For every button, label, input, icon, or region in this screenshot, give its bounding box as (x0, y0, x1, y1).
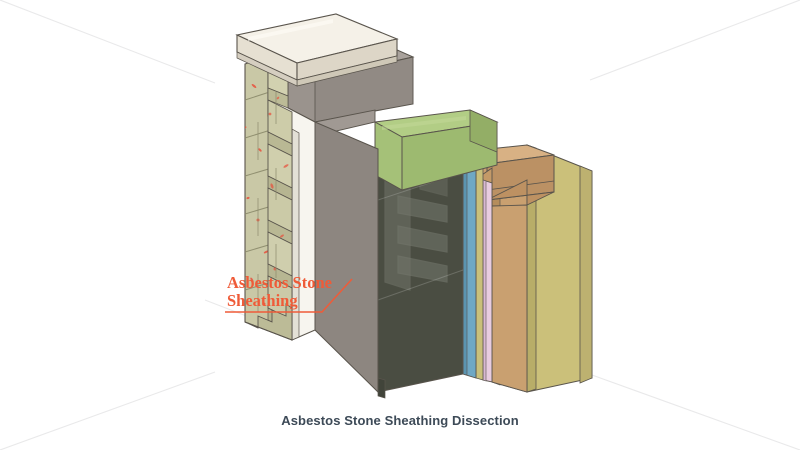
layer-cap-stone (235, 13, 399, 87)
layer-membrane (462, 151, 477, 379)
layer-breather (475, 156, 484, 381)
callout-line-1: Asbestos Stone (227, 273, 332, 292)
layer-plasterboard (482, 179, 493, 383)
layer-stone-sheathing (243, 51, 293, 341)
layer-insulation (373, 109, 499, 191)
watermark-logo (384, 167, 448, 291)
layer-cavity (377, 148, 464, 399)
figure-caption: Asbestos Stone Sheathing Dissection (281, 413, 519, 428)
stone-step-blocks (267, 55, 293, 333)
callout-leader-line (225, 278, 353, 313)
callout-asbestos-stone-sheathing[interactable]: Asbestos Stone Sheathing (225, 273, 353, 313)
callout-line-2: Sheathing (227, 291, 298, 310)
